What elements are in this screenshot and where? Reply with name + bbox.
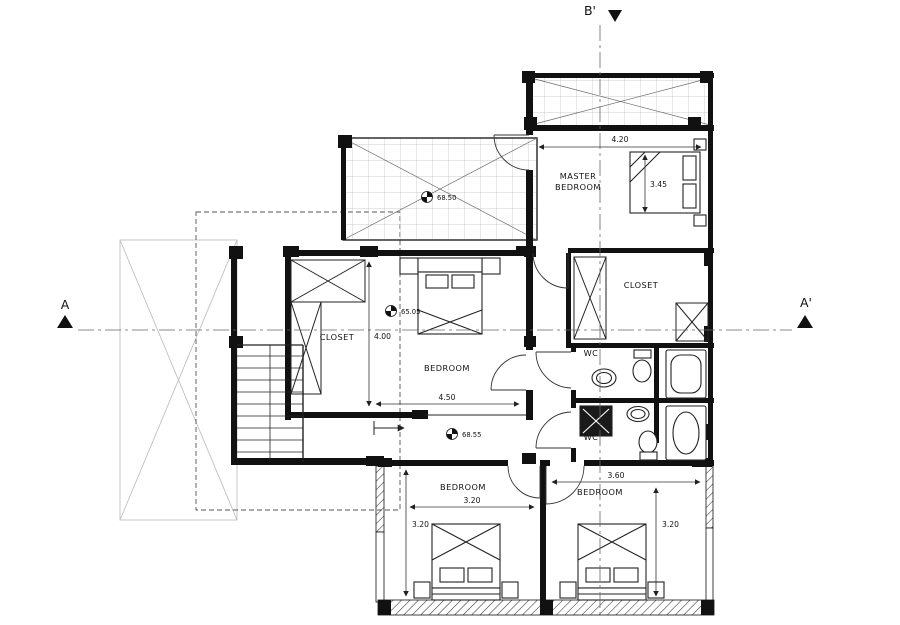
wc-upper-fixtures [591,349,707,399]
bottom-right-bed [559,523,665,601]
roof-dashed-outline [195,211,401,511]
dimension-lines [366,144,702,597]
balcony [530,77,711,126]
room-label-bedroom-bl: BEDROOM [440,482,486,492]
wardrobes [290,256,709,395]
columns [229,71,714,615]
room-label-master-1: MASTER [560,171,596,181]
bottom-left-bed [413,523,519,601]
dim-closet-left: 4.00 [374,332,391,341]
dim-master-bed: 3.45 [650,180,667,189]
section-line-a [57,315,813,331]
dim-bedroom-center: 4.50 [439,393,456,402]
room-label-closet-left: CLOSET [320,332,355,342]
level-bedroom-center: 65.05 [401,308,420,316]
level-hall: 68.55 [462,431,481,439]
room-label-wc-upper: WC [584,348,599,358]
walls [231,73,714,615]
stairs [237,344,304,462]
level-symbol-icon [385,305,397,317]
section-marker-a-prime-icon [797,315,813,328]
dim-bedroom-bl-width: 3.20 [464,496,481,505]
room-label-bedroom-br: BEDROOM [577,487,623,497]
section-marker-b-icon [608,10,622,22]
room-label-bedroom-center: BEDROOM [424,363,470,373]
center-bed [399,257,501,335]
room-label-closet-master: CLOSET [624,280,659,290]
dim-bedroom-bl-height: 3.20 [412,520,429,529]
section-label-a-prime: A' [800,295,812,310]
wc-lower-fixtures [579,405,707,461]
lower-roof-outline [119,239,238,521]
level-terrace: 68.50 [437,194,456,202]
master-bed [629,138,707,227]
terrace [341,137,538,241]
room-label-master-2: BEDROOM [555,182,601,192]
section-line-b [599,10,622,618]
dim-bedroom-br-height: 3.20 [662,520,679,529]
level-symbol-icon [421,191,433,203]
section-marker-a-icon [57,315,73,328]
toilet-icon [632,359,652,383]
dim-master-width: 4.20 [612,135,629,144]
doors [490,134,585,505]
level-symbol-icon [446,428,458,440]
section-label-a: A [61,297,70,312]
toilet-tank-icon [633,349,652,359]
section-label-b: B' [584,3,596,18]
stair-direction-arrow [373,421,405,435]
toilet-tank-icon [639,451,658,461]
room-label-wc-lower: WC [584,432,599,442]
toilet-icon [638,430,658,454]
dim-bedroom-br-width: 3.60 [608,471,625,480]
